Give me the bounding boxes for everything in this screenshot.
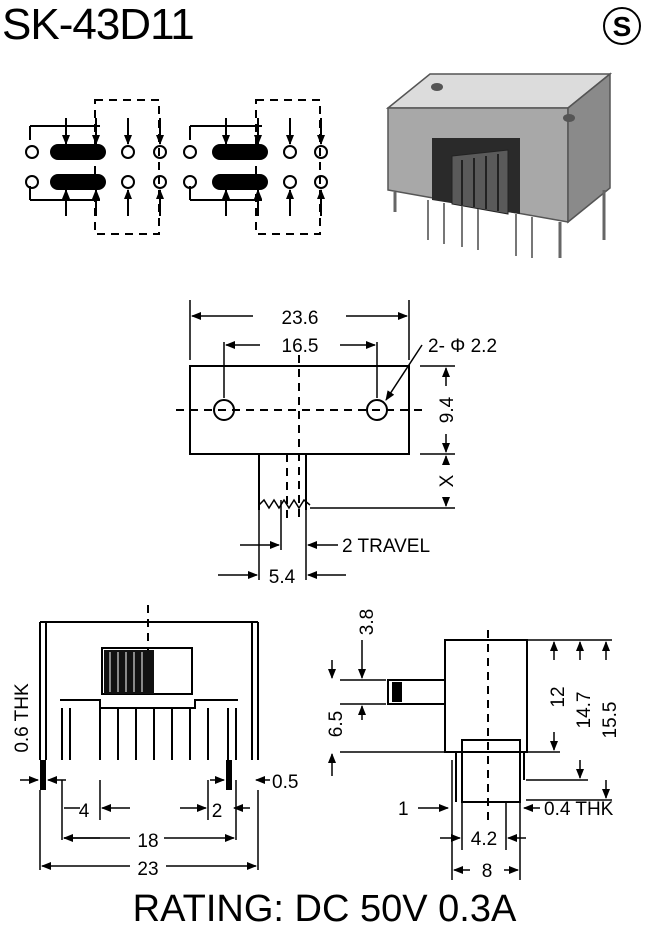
svg-text:S: S	[613, 11, 632, 42]
dim-travel: 2 TRAVEL	[342, 536, 430, 557]
rating-text: RATING: DC 50V 0.3A	[132, 888, 517, 930]
dim-pin-pitch: 4	[79, 801, 90, 822]
dim-pin-dia: 1	[398, 799, 409, 820]
dim-hole-spacing: 16.5	[282, 336, 319, 357]
dim-overall: 23	[137, 859, 158, 880]
dim-pin-span: 18	[137, 831, 158, 852]
dim-actuator-width: 5.4	[269, 567, 296, 588]
model-title: SK-43D11	[2, 0, 195, 49]
dim-lever-width: 6.5	[326, 711, 347, 737]
circuit-schematic	[25, 99, 328, 235]
top-view-drawing	[176, 300, 455, 580]
dim-height: 9.4	[437, 396, 458, 423]
dim-holes: 2- Φ 2.2	[428, 336, 497, 357]
dim-lever-height: 3.8	[357, 609, 378, 635]
side-view-drawing	[328, 630, 612, 880]
dim-width: 23.6	[282, 308, 319, 329]
s-logo-icon: S	[603, 7, 641, 45]
dim-thickness: 0.6 THK	[12, 683, 33, 753]
dim-pin-gap: 2	[212, 801, 223, 822]
dim-pin-thk: 0.4 THK	[544, 799, 614, 820]
front-view-drawing	[20, 605, 270, 870]
switch-photo	[385, 72, 613, 258]
dim-pin-offset: 0.5	[272, 772, 298, 793]
dim-actuator: X	[437, 474, 458, 487]
dim-body-height: 14.7	[574, 692, 595, 729]
dim-pin-row: 4.2	[471, 829, 497, 850]
dim-pin-height: 12	[548, 686, 569, 707]
dim-depth: 8	[482, 861, 493, 882]
dim-overall-height: 15.5	[600, 702, 621, 739]
